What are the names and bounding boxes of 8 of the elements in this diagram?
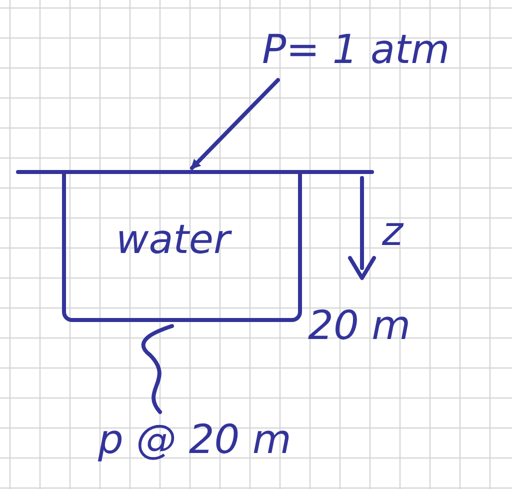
- dimension-label: 20 m: [308, 306, 411, 346]
- callout-label: p @ 20 m: [98, 417, 292, 463]
- callout-label: P= 1 atm: [262, 27, 450, 73]
- leader-line: [141, 324, 174, 414]
- tank-label: water: [116, 220, 230, 260]
- leader-arrow: [190, 78, 280, 170]
- depth-label: z: [382, 212, 403, 252]
- tank: [62, 172, 302, 322]
